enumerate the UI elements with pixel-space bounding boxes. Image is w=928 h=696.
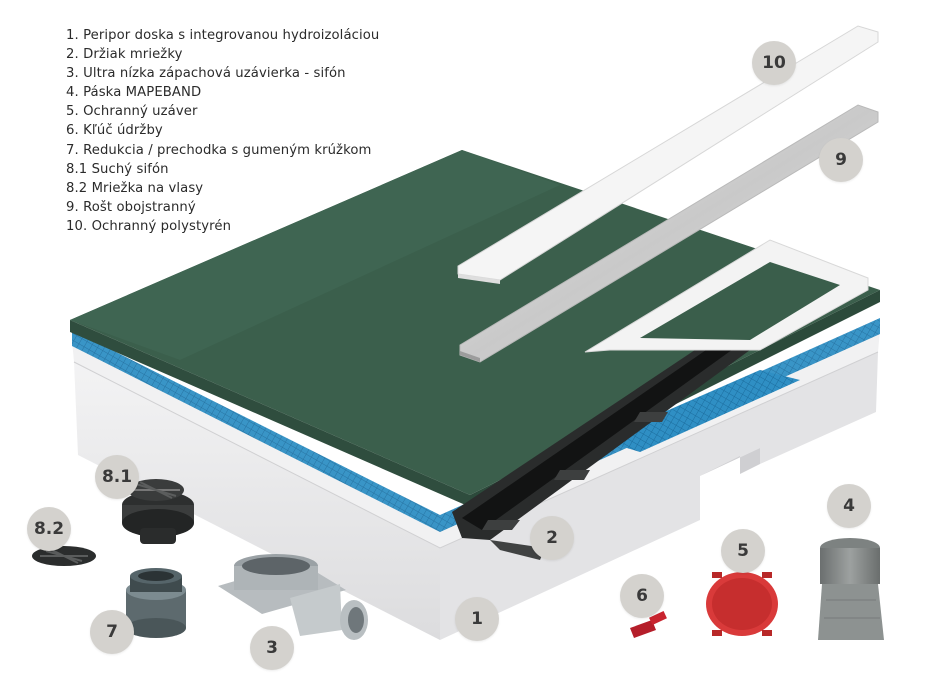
legend-item-7: 7. Redukcia / prechodka s gumeným krúžko… <box>66 142 372 158</box>
dry-siphon <box>122 479 194 544</box>
badge-4: 4 <box>827 484 871 528</box>
legend-item-4: 4. Páska MAPEBAND <box>66 85 202 101</box>
maintenance-key <box>630 610 667 638</box>
polystyrene-frame <box>584 239 869 353</box>
foam-board <box>72 330 880 640</box>
badge-9: 9 <box>819 138 863 182</box>
hair-strainer <box>32 546 96 566</box>
reversible-grate <box>459 104 879 363</box>
reducer <box>126 568 186 638</box>
badge-7: 7 <box>90 610 134 654</box>
badge-3: 3 <box>250 626 294 670</box>
legend-item-3: 3. Ultra nízka zápachová uzávierka - sif… <box>66 66 346 82</box>
badge-8-1: 8.1 <box>95 455 139 499</box>
badge-5: 5 <box>721 529 765 573</box>
badge-1: 1 <box>455 597 499 641</box>
legend-item-6: 6. Kľúč údržby <box>66 123 163 139</box>
badge-10: 10 <box>752 41 796 85</box>
legend-list: 1. Peripor doska s integrovanou hydroizo… <box>66 26 379 236</box>
badge-6: 6 <box>620 574 664 618</box>
legend-item-9: 9. Rošt obojstranný <box>66 199 196 215</box>
badge-2: 2 <box>530 516 574 560</box>
legend-item-10: 10. Ochranný polystyrén <box>66 218 232 234</box>
legend-item-8-2: 8.2 Mriežka na vlasy <box>66 180 204 196</box>
badge-8-2: 8.2 <box>27 507 71 551</box>
legend-item-8-1: 8.1 Suchý sifón <box>66 161 169 177</box>
legend-item-1: 1. Peripor doska s integrovanou hydroizo… <box>66 28 380 43</box>
legend-item-5: 5. Ochranný uzáver <box>66 104 198 120</box>
drain-channel <box>452 300 802 560</box>
siphon-trap <box>218 554 368 640</box>
legend-item-2: 2. Držiak mriežky <box>66 47 183 63</box>
protective-cap <box>706 572 778 636</box>
blue-membrane <box>72 318 880 532</box>
mapeband-tape <box>818 538 884 640</box>
polystyrene-strip <box>457 25 879 284</box>
